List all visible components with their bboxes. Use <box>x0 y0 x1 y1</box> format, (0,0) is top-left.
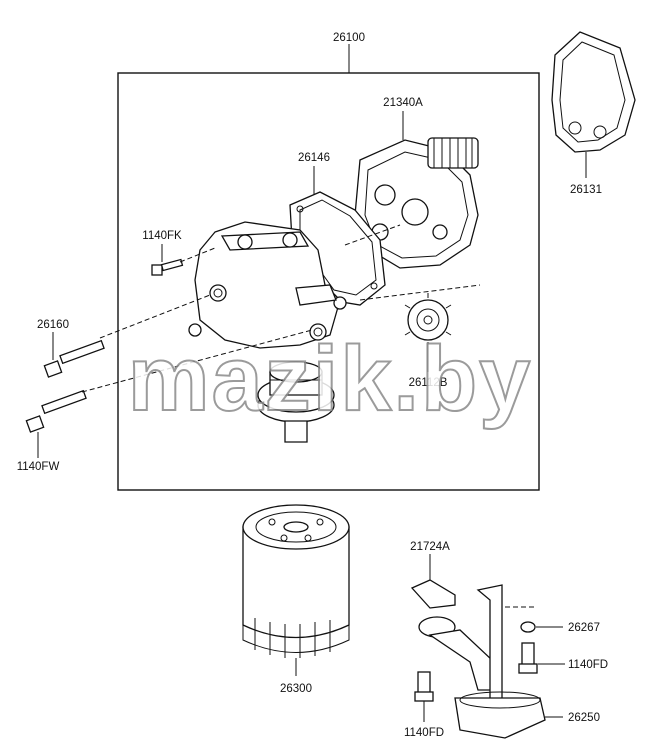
washer-26267-drawing <box>520 621 536 633</box>
label-21340a: 21340A <box>383 97 423 109</box>
label-1140fk: 1140FK <box>142 230 182 242</box>
oil-strainer-drawing <box>410 579 546 739</box>
oil-filter-drawing <box>242 504 350 658</box>
label-26112b: 26112B <box>409 377 448 389</box>
bolt-1140fk-drawing <box>151 258 184 276</box>
bolt-1140fd-right-drawing <box>518 642 538 674</box>
label-1140fd-right: 1140FD <box>568 659 608 671</box>
bolt-26160-drawing <box>43 339 105 378</box>
oil-pump-body-drawing <box>188 221 347 443</box>
oil-pump-assembly-box <box>117 72 540 491</box>
gasket-26131-drawing <box>551 31 636 153</box>
oil-pump-cover-drawing <box>354 137 479 269</box>
watermark: mazik.by <box>128 328 533 430</box>
label-26300: 26300 <box>280 683 312 695</box>
label-1140fd-bottom: 1140FD <box>404 727 444 739</box>
label-26267: 26267 <box>568 622 600 634</box>
bolt-1140fd-bottom-drawing <box>414 671 434 702</box>
label-26131: 26131 <box>570 184 602 196</box>
label-26160: 26160 <box>37 319 69 331</box>
label-21724a: 21724A <box>410 541 450 553</box>
label-26250: 26250 <box>568 712 600 724</box>
bolt-1140fw-drawing <box>25 389 87 433</box>
label-26100: 26100 <box>333 32 365 44</box>
inner-gear-26112b-drawing <box>404 293 452 347</box>
label-26146: 26146 <box>298 152 330 164</box>
label-1140fw: 1140FW <box>17 461 60 473</box>
